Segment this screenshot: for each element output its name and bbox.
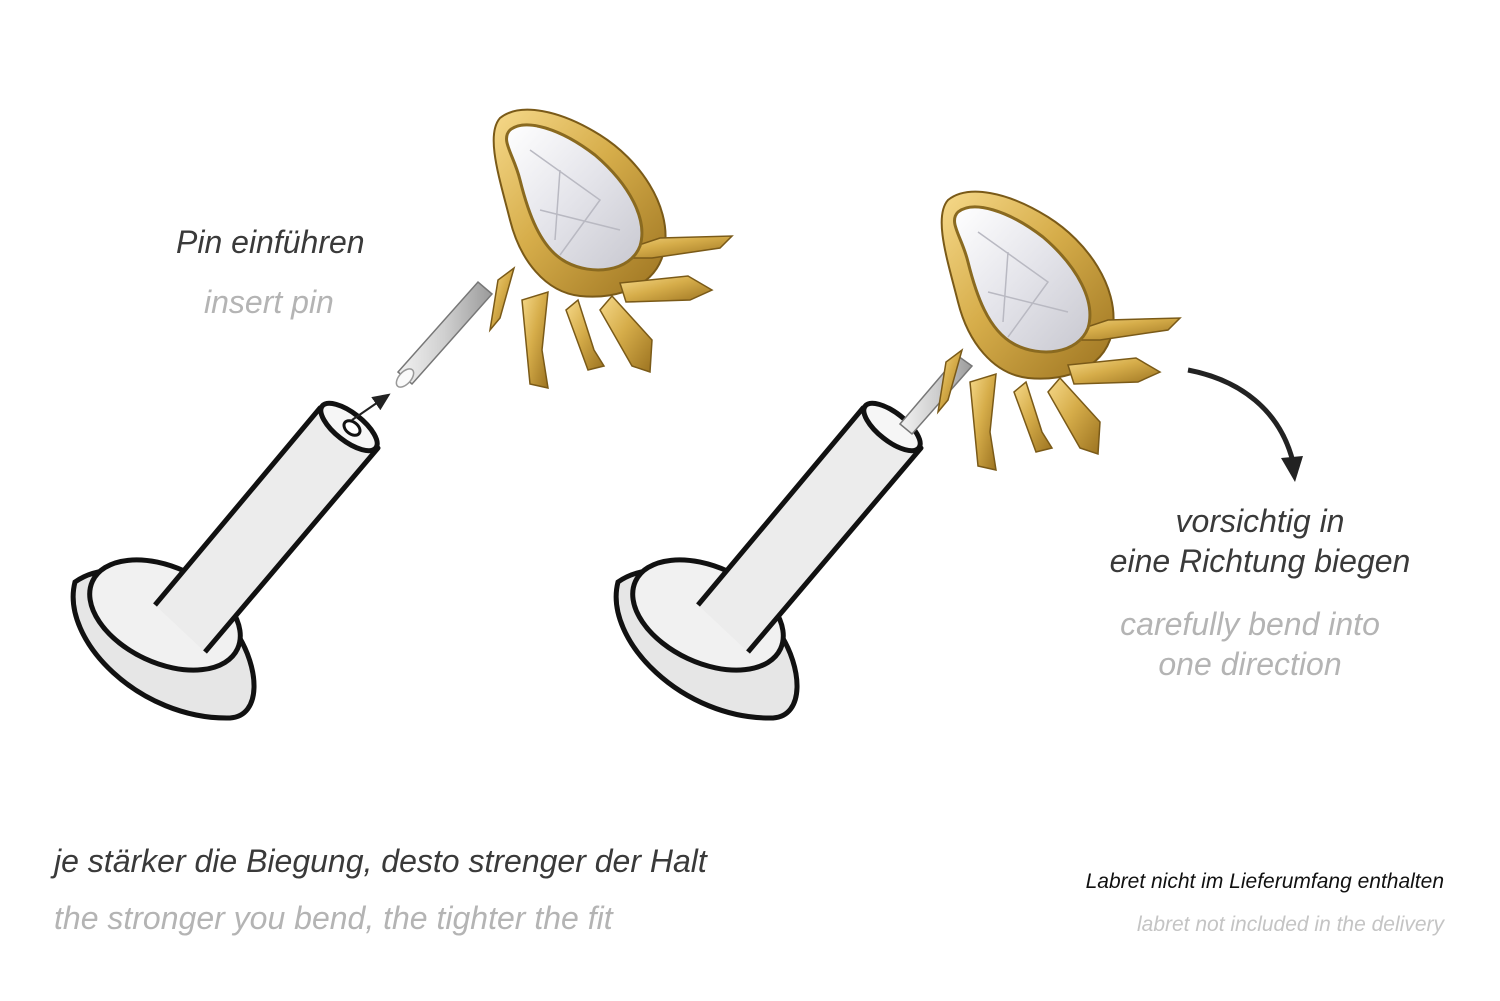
labret-base-right [613, 400, 924, 721]
bend-arrow-head [1281, 456, 1303, 482]
pin-right [898, 354, 974, 436]
insert-arrow [351, 393, 391, 421]
pin-left [395, 280, 494, 388]
bend-label-en-line1: carefully bend into [1120, 606, 1380, 642]
delivery-note-en: labret not included in the delivery [1136, 913, 1444, 936]
gold-top-right [936, 190, 1182, 471]
bend-label-de-line1: vorsichtig in [1175, 503, 1345, 539]
insert-pin-label-de: Pin einführen [176, 224, 365, 260]
fit-note-en: the stronger you bend, the tighter the f… [54, 900, 613, 936]
gold-top-left [488, 108, 734, 389]
bend-label-de-line2: eine Richtung biegen [1109, 543, 1411, 579]
delivery-note-de: Labret nicht im Lieferumfang enthalten [1085, 870, 1444, 893]
bend-arrow [1187, 367, 1296, 463]
insert-pin-label-en: insert pin [204, 284, 334, 320]
labret-base-left [70, 400, 381, 721]
fit-note-de: je stärker die Biegung, desto strenger d… [54, 843, 707, 879]
bend-label-en-line2: one direction [1158, 646, 1342, 682]
